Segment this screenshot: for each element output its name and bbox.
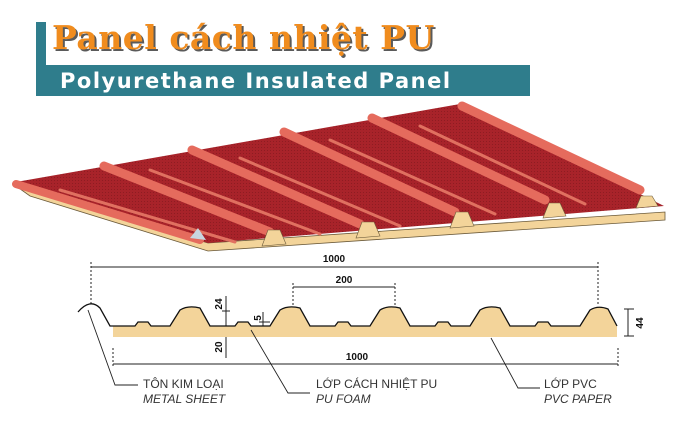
label-metal-sheet: TÔN KIM LOẠI METAL SHEET [143,377,225,407]
label-pu-foam-vn: LỚP CÁCH NHIỆT PU [316,377,438,391]
dim-rib-height: 24 [214,298,225,310]
title-english: Polyurethane Insulated Panel [60,69,452,93]
dim-foam-thickness: 20 [214,341,225,353]
label-pu-foam: LỚP CÁCH NHIỆT PU PU FOAM [316,377,437,407]
label-metal-sheet-vn: TÔN KIM LOẠI [143,377,224,391]
label-pvc-paper-en: PVC PAPER [544,392,612,406]
dim-overall-bottom: 1000 [346,352,369,363]
label-metal-sheet-en: METAL SHEET [143,392,226,406]
label-pvc-paper: LỚP PVC PVC PAPER [544,377,612,407]
dim-overall-top: 1000 [323,254,346,265]
header-subtitle-band [36,65,530,96]
title-vietnamese: Panel cách nhiệt PU [52,18,435,57]
dim-rib-pitch: 200 [336,275,353,286]
dim-total-thickness: 44 [635,317,646,329]
label-pvc-paper-vn: LỚP PVC [544,377,597,391]
header-accent-bar [36,22,46,96]
label-pu-foam-en: PU FOAM [316,392,371,406]
dim-small-rib: 5 [253,315,264,321]
